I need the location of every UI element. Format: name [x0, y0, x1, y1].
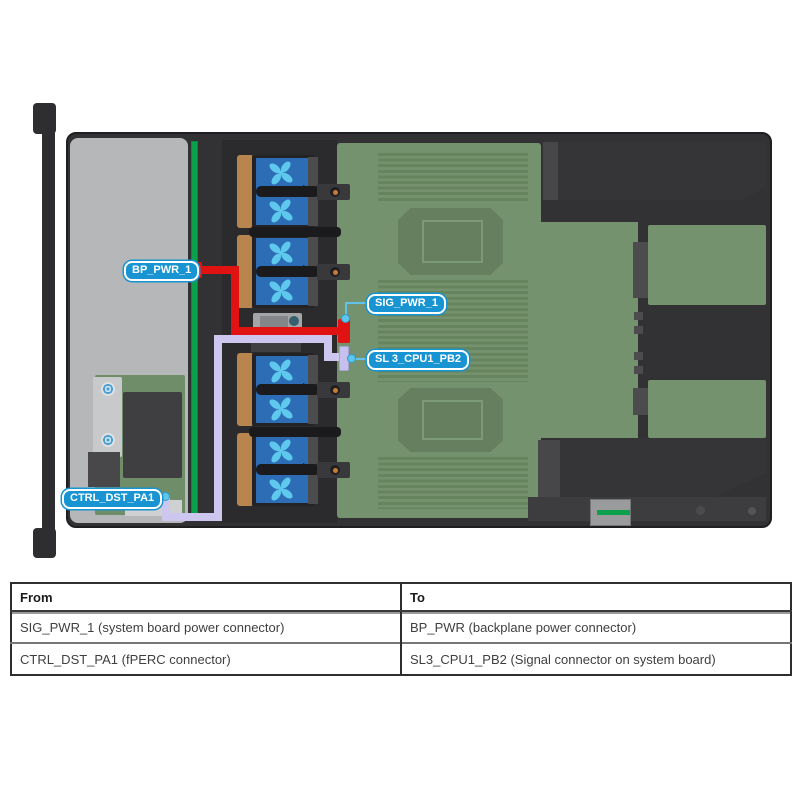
cabling-table: From To SIG_PWR_1 (system board power co…	[10, 582, 792, 676]
psu-bottom-handle	[538, 440, 560, 497]
signal-cable	[162, 495, 170, 521]
fan-module	[237, 353, 350, 426]
fan-cable-bar	[256, 186, 320, 197]
callout-line	[345, 302, 367, 304]
fan-icon	[267, 395, 295, 423]
screw-icon	[101, 433, 115, 447]
fan-icon	[267, 197, 295, 225]
fan-bracket	[237, 155, 254, 228]
column-header-to: To	[400, 583, 791, 613]
callout-line	[345, 302, 347, 319]
signal-cable	[214, 339, 222, 521]
fan-cable-bar	[256, 266, 320, 277]
power-cable	[231, 266, 239, 335]
callout-label-ctrl-dst-pa1: CTRL_DST_PA1	[62, 489, 163, 509]
table-row: SIG_PWR_1 (system board power connector)…	[11, 611, 791, 643]
cpu-socket-2	[398, 388, 503, 452]
system-board-right	[541, 222, 638, 438]
mounting-ear-bottom	[33, 528, 56, 558]
bracket-hole	[289, 316, 299, 326]
arrow-right-icon	[303, 463, 315, 475]
fan-icon	[267, 159, 295, 187]
rear-panel	[528, 497, 766, 521]
board-tab-1	[634, 312, 643, 320]
screw-icon	[101, 382, 115, 396]
signal-cable	[214, 335, 332, 343]
callout-label-sig-pwr-1: SIG_PWR_1	[367, 294, 446, 314]
fan-module	[237, 155, 350, 228]
cell-to: SL3_CPU1_PB2 (Signal connector on system…	[400, 642, 791, 675]
signal-cable	[162, 513, 222, 521]
psu-top-handle	[543, 142, 558, 200]
board-tab-2	[634, 326, 643, 334]
signal-cable	[324, 353, 344, 361]
fan-icon	[267, 277, 295, 305]
fan-connector-pin-center	[332, 467, 338, 473]
fan-icon	[267, 239, 295, 267]
riser-card-1	[648, 225, 766, 305]
rear-io-led-stripe	[597, 510, 630, 515]
callout-dot	[341, 314, 350, 323]
callout-line	[352, 358, 368, 360]
callout-label-bp-pwr-1: BP_PWR_1	[124, 261, 200, 281]
table-row: CTRL_DST_PA1 (fPERC connector) SL3_CPU1_…	[11, 642, 791, 675]
signal-cable	[324, 335, 332, 361]
psu-bottom	[560, 438, 766, 497]
fan-module	[237, 235, 350, 308]
bezel-bar	[42, 131, 55, 530]
arrow-right-icon	[303, 185, 315, 197]
callout-label-sl3-cpu1-pb2: SL 3_CPU1_PB2	[367, 350, 470, 370]
fan-bracket	[237, 433, 254, 506]
dimm-bank-1	[378, 153, 528, 203]
callout-dot	[347, 354, 356, 363]
fan-icon	[267, 437, 295, 465]
cpu-socket-1-frame	[422, 220, 483, 263]
power-cable	[231, 327, 348, 335]
riser-card-2	[648, 380, 766, 438]
rear-button-icon	[748, 507, 756, 515]
power-cable	[197, 266, 239, 274]
table-header-row: From To	[11, 583, 791, 613]
fan-icon	[267, 357, 295, 385]
psu-top	[558, 142, 766, 200]
riser-connector-2	[633, 388, 648, 415]
bracket-base	[251, 341, 301, 352]
fan-junction-bar	[249, 227, 341, 237]
fan-cable-bar	[256, 464, 320, 475]
cell-from: SIG_PWR_1 (system board power connector)	[20, 619, 285, 635]
fan-bracket	[237, 353, 254, 426]
fperc-block	[88, 452, 120, 487]
fan-connector-pin-center	[332, 269, 338, 275]
cpu-socket-2-frame	[422, 400, 483, 440]
connector-sig-pwr-1	[338, 319, 350, 343]
fan-connector-pin-center	[332, 189, 338, 195]
fan-connector-pin-center	[332, 387, 338, 393]
backplane-board	[191, 141, 198, 521]
riser-connector-1	[633, 242, 648, 298]
cell-to: BP_PWR (backplane power connector)	[400, 611, 791, 643]
mounting-ear-top	[33, 103, 56, 134]
fan-cable-bar	[256, 384, 320, 395]
fan-module	[237, 433, 350, 506]
fan-bracket	[237, 235, 254, 308]
fperc-heatsink	[123, 392, 182, 478]
board-tab-4	[634, 366, 643, 374]
fan-junction-bar	[249, 427, 341, 437]
arrow-right-icon	[303, 265, 315, 277]
callout-dot	[161, 492, 170, 501]
cpu-socket-1	[398, 208, 503, 275]
board-tab-3	[634, 352, 643, 360]
server-cabling-diagram: BP_PWR_1 SIG_PWR_1 SL 3_CPU1_PB2 CTRL_DS…	[33, 103, 772, 558]
column-header-from: From	[11, 583, 401, 613]
rear-port-icon	[696, 506, 705, 515]
dimm-bank-3	[378, 457, 528, 509]
cell-from: CTRL_DST_PA1 (fPERC connector)	[11, 642, 401, 675]
fan-icon	[267, 475, 295, 503]
arrow-right-icon	[303, 383, 315, 395]
